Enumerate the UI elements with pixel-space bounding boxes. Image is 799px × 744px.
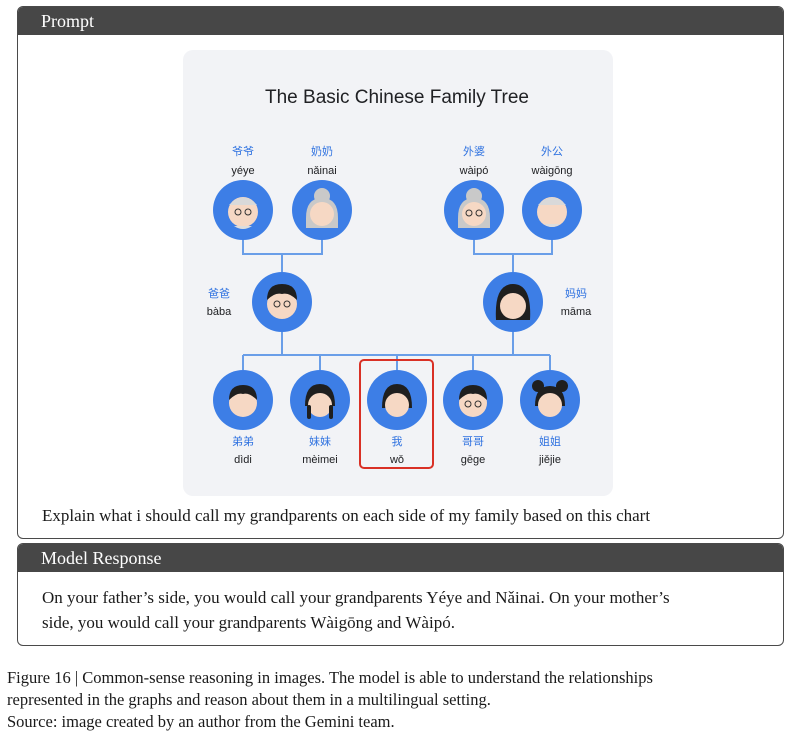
figure-caption: Figure 16 | Common-sense reasoning in im… — [7, 667, 792, 733]
member-waigong-hanzi: 外公 — [541, 145, 563, 158]
member-mama-pinyin: māma — [561, 306, 592, 318]
member-jiejie-pinyin: jiějie — [538, 454, 561, 466]
member-yeye: 爷爷 yéye — [213, 144, 273, 240]
response-header: Model Response — [18, 544, 783, 572]
response-box: Model Response On your father’s side, yo… — [17, 543, 784, 646]
caption-line-3: Source: image created by an author from … — [7, 712, 395, 731]
member-waipo: 外婆 wàipó — [444, 145, 504, 240]
response-line-1: On your father’s side, you would call yo… — [42, 588, 670, 607]
member-meimei: 妹妹 mèimei — [290, 370, 350, 466]
member-wo: 我 wǒ — [367, 370, 427, 466]
member-baba: 爸爸 bàba — [207, 272, 312, 332]
prompt-header: Prompt — [18, 7, 783, 35]
member-gege-hanzi: 哥哥 — [462, 435, 484, 448]
grandma-face-icon — [310, 202, 334, 226]
member-wo-pinyin: wǒ — [389, 454, 404, 466]
tree-title: The Basic Chinese Family Tree — [265, 87, 529, 108]
grandma-face-icon — [462, 202, 486, 226]
younger-sister-face-icon — [308, 393, 332, 417]
member-nainai-pinyin: nǎinai — [307, 165, 336, 177]
member-wo-hanzi: 我 — [392, 435, 403, 448]
member-mama-hanzi: 妈妈 — [565, 286, 587, 300]
caption-line-1: Figure 16 | Common-sense reasoning in im… — [7, 668, 653, 687]
caption-line-2: represented in the graphs and reason abo… — [7, 690, 491, 709]
member-yeye-pinyin: yéye — [231, 165, 254, 177]
prompt-box: Prompt The Basic Chinese Family Tree — [17, 6, 784, 539]
member-baba-hanzi: 爸爸 — [208, 287, 230, 300]
member-mama: 妈妈 māma — [483, 272, 592, 332]
member-waipo-hanzi: 外婆 — [463, 145, 485, 158]
older-brother-face-icon — [459, 389, 487, 417]
member-waigong-pinyin: wàigōng — [531, 165, 573, 177]
member-waigong: 外公 wàigōng — [522, 145, 582, 240]
younger-brother-face-icon — [229, 389, 257, 417]
member-gege: 哥哥 gēge — [443, 370, 503, 466]
member-nainai-hanzi: 奶奶 — [311, 144, 333, 158]
member-gege-pinyin: gēge — [461, 454, 485, 466]
family-tree-figure: The Basic Chinese Family Tree — [183, 50, 613, 496]
self-face-icon — [385, 393, 409, 417]
member-meimei-pinyin: mèimei — [302, 454, 337, 466]
member-jiejie: 姐姐 jiějie — [520, 370, 580, 466]
response-text: On your father’s side, you would call yo… — [42, 585, 767, 635]
self-highlight-box — [359, 359, 434, 469]
tree-connectors — [242, 238, 553, 370]
prompt-question: Explain what i should call my grandparen… — [42, 506, 651, 525]
mother-face-icon — [500, 293, 526, 319]
member-meimei-hanzi: 妹妹 — [309, 435, 331, 448]
member-yeye-hanzi: 爷爷 — [232, 144, 254, 158]
member-didi-hanzi: 弟弟 — [232, 435, 254, 448]
member-nainai: 奶奶 nǎinai — [292, 144, 352, 240]
response-line-2: side, you would call your grandparents W… — [42, 613, 455, 632]
member-baba-pinyin: bàba — [207, 306, 232, 318]
member-waipo-pinyin: wàipó — [459, 165, 489, 177]
member-didi-pinyin: dìdi — [234, 454, 252, 466]
member-didi: 弟弟 dìdi — [213, 370, 273, 466]
member-jiejie-hanzi: 姐姐 — [539, 434, 561, 448]
father-face-icon — [267, 289, 297, 319]
older-sister-face-icon — [538, 393, 562, 417]
